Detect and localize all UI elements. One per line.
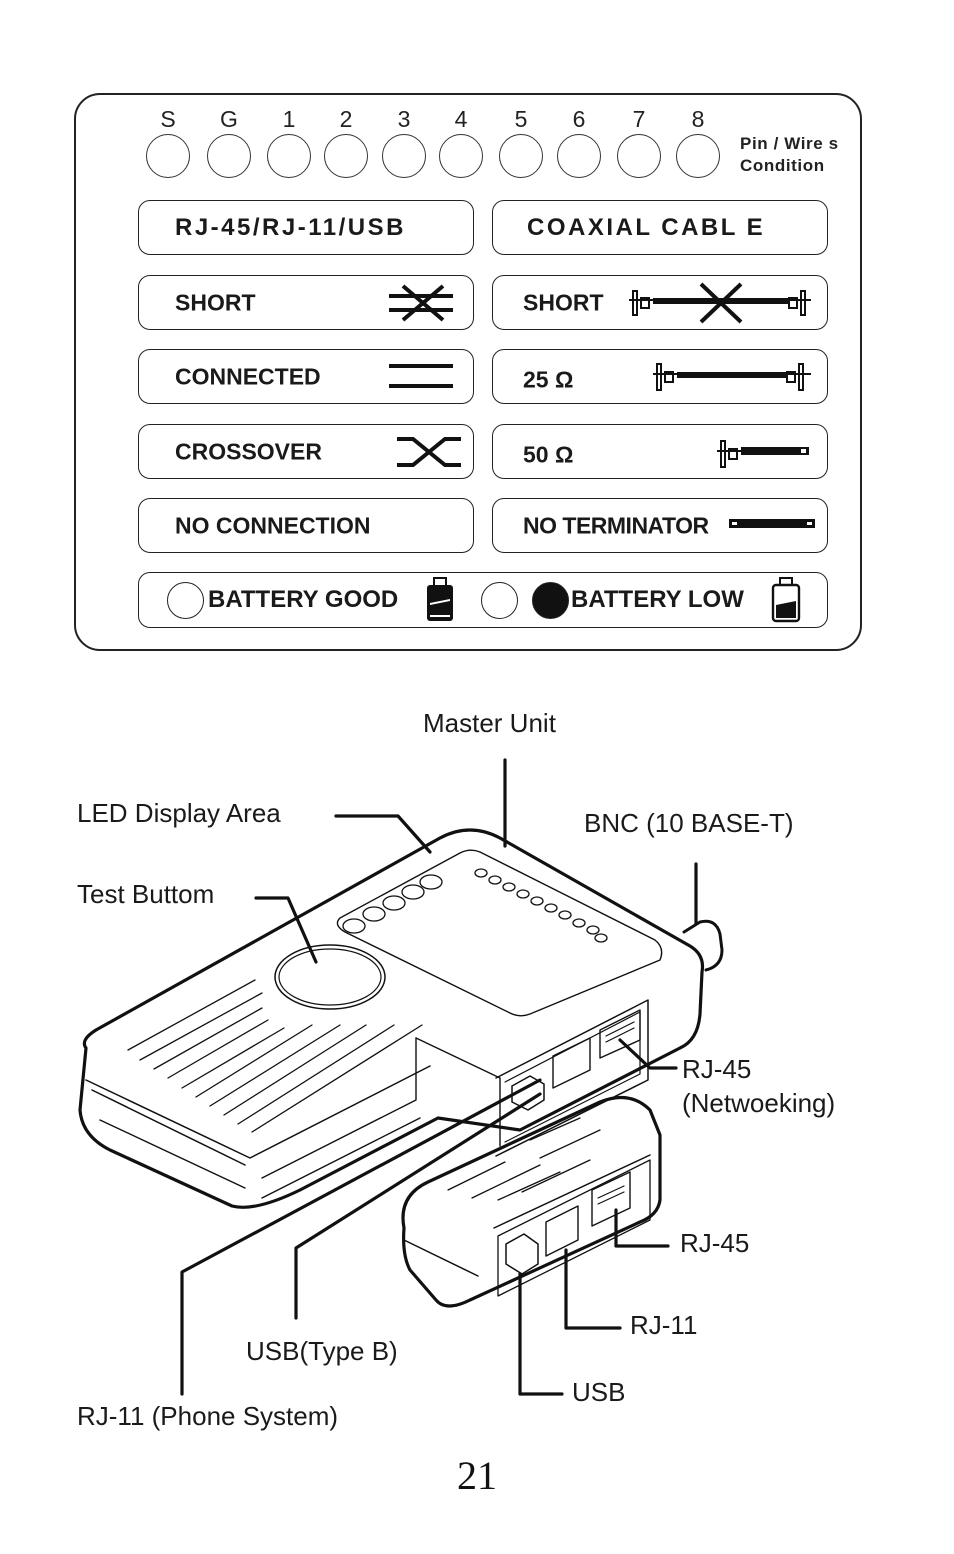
pin-led-2 xyxy=(324,134,368,178)
pin-led-6 xyxy=(557,134,601,178)
label-remote-usb: USB xyxy=(572,1377,626,1407)
legend-item-coax-25-ohm: 25 Ω xyxy=(492,349,828,404)
pin-led-5 xyxy=(499,134,543,178)
label-remote-rj11: RJ-11 xyxy=(630,1310,698,1340)
coax-no-terminator-icon xyxy=(729,519,815,528)
pin-label: S xyxy=(160,106,176,132)
label-remote-rj45: RJ-45 xyxy=(680,1228,750,1258)
legend-label: SHORT xyxy=(523,289,604,315)
parallel-wires-icon xyxy=(389,364,453,388)
pin-label: G xyxy=(220,106,238,132)
pin-label: 1 xyxy=(282,106,296,132)
pin-led-3 xyxy=(382,134,426,178)
pin-led-7 xyxy=(617,134,661,178)
pin-led-g xyxy=(207,134,251,178)
legend-item-connected: CONNECTED xyxy=(138,349,474,404)
legend-label: NO CONNECTION xyxy=(175,512,371,538)
header-text: COAXIAL CABL E xyxy=(527,213,766,241)
legend-item-short: SHORT xyxy=(138,275,474,330)
remote-unit-body xyxy=(401,1095,662,1308)
pin-label: 5 xyxy=(514,106,528,132)
pin-label: 8 xyxy=(691,106,705,132)
battery-low-led xyxy=(532,582,569,619)
battery-good-label: BATTERY GOOD xyxy=(208,586,399,613)
header-text: RJ-45/RJ-11/USB xyxy=(175,213,406,241)
pin-label: 4 xyxy=(454,106,468,132)
short-wires-icon xyxy=(389,284,453,322)
legend-item-no-connection: NO CONNECTION xyxy=(138,498,474,553)
legend-label: CONNECTED xyxy=(175,363,321,389)
legend-label: 50 Ω xyxy=(523,441,574,468)
pin-wire-caption: Pin / Wire s Condition xyxy=(740,133,839,177)
pin-caption-line2: Condition xyxy=(740,156,825,175)
battery-status-bar: BATTERY GOOD BATTERY LOW xyxy=(138,572,828,628)
label-led-display-area: LED Display Area xyxy=(77,798,281,828)
master-unit-body xyxy=(78,828,724,1209)
pin-label: 3 xyxy=(397,106,411,132)
pin-label: 6 xyxy=(572,106,586,132)
label-rj45-networking: RJ-45 xyxy=(682,1054,752,1084)
pin-label: 2 xyxy=(339,106,353,132)
battery-good-led xyxy=(167,582,204,619)
label-bnc: BNC (10 BASE-T) xyxy=(584,808,794,838)
coax-short-icon xyxy=(629,282,811,324)
legend-label: SHORT xyxy=(175,289,256,315)
rj45-rj11-usb-header: RJ-45/RJ-11/USB xyxy=(138,200,474,255)
label-master-unit: Master Unit xyxy=(423,708,556,738)
label-rj11-phone-system: RJ-11 (Phone System) xyxy=(77,1401,339,1431)
coaxial-cable-header: COAXIAL CABL E xyxy=(492,200,828,255)
label-usb-type-b: USB(Type B) xyxy=(246,1336,398,1366)
pin-label: 7 xyxy=(632,106,646,132)
legend-item-coax-50-ohm: 50 Ω xyxy=(492,424,828,479)
pin-led-4 xyxy=(439,134,483,178)
label-test-button: Test Buttom xyxy=(77,879,215,909)
battery-full-icon xyxy=(427,577,453,621)
legend-item-crossover: CROSSOVER xyxy=(138,424,474,479)
legend-label: NO TERMINATOR xyxy=(523,512,709,538)
crossover-wires-icon xyxy=(397,437,461,467)
pin-led-s xyxy=(146,134,190,178)
page-number: 21 xyxy=(457,1453,497,1498)
callout-lines xyxy=(180,758,698,1396)
pin-caption-line1: Pin / Wire s xyxy=(740,134,839,153)
legend-item-coax-no-terminator: NO TERMINATOR xyxy=(492,498,828,553)
pin-led-1 xyxy=(267,134,311,178)
battery-low-icon xyxy=(771,577,801,623)
legend-label: 25 Ω xyxy=(523,366,574,393)
coax-one-terminator-icon xyxy=(717,440,809,468)
led-legend-panel xyxy=(74,93,862,651)
legend-item-coax-short: SHORT xyxy=(492,275,828,330)
coax-two-terminator-icon xyxy=(653,363,811,391)
battery-indicator-led-off xyxy=(481,582,518,619)
pin-led-8 xyxy=(676,134,720,178)
battery-low-label: BATTERY LOW xyxy=(571,586,744,613)
legend-label: CROSSOVER xyxy=(175,438,322,464)
cable-tester-illustration xyxy=(78,758,724,1396)
label-rj45-networking-sub: (Netwoeking) xyxy=(682,1088,836,1118)
